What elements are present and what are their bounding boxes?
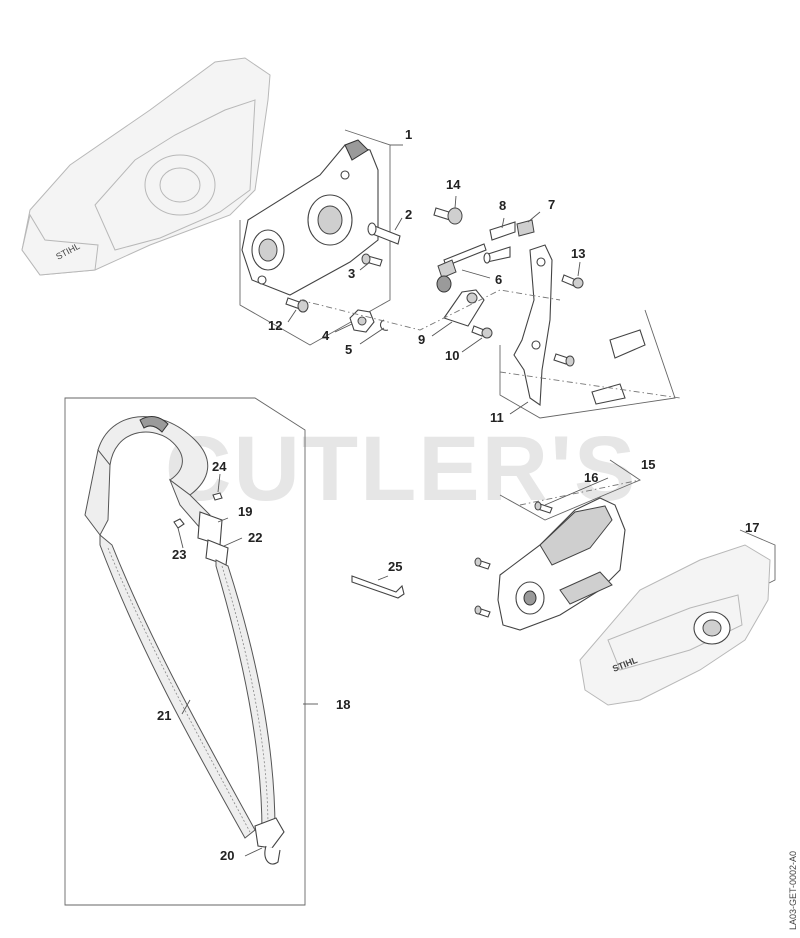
callout-17: 17 [745,520,759,535]
callout-8: 8 [499,198,506,213]
callout-10: 10 [445,348,459,363]
watermark-text: CUTLER'S [165,418,637,520]
part-7-slide [516,219,535,237]
callout-16: 16 [584,470,598,485]
part-11-screw [553,353,575,367]
assembly-line-lower [499,371,681,399]
callout-18: 18 [336,697,350,712]
part-16-screw-b [474,557,491,570]
callout-2: 2 [405,207,412,222]
callout-3: 3 [348,266,355,281]
callout-labels: 1 2 3 4 5 6 7 8 9 10 11 12 13 14 15 16 1… [157,127,759,863]
callout-21: 21 [157,708,171,723]
part-13-screw [561,274,584,289]
leader-lines [177,144,609,857]
callout-23: 23 [172,547,186,562]
callout-4: 4 [322,328,330,343]
part-11-pad-lower [591,383,626,405]
part-12-screw [285,297,309,313]
part-18-group-frame [64,397,306,906]
callout-11: 11 [490,410,504,425]
callout-14: 14 [446,177,461,192]
part-24-clip [212,492,223,501]
part-2-stud [367,222,401,245]
callout-22: 22 [248,530,262,545]
callout-9: 9 [418,332,425,347]
part-4-nut [349,309,375,333]
drawing-code: LA03-GET-0002-A0 [788,851,798,930]
part-6-adjuster-screw [436,243,487,293]
part-15-group-frame [499,459,641,521]
part-18-harness [84,416,285,865]
part-23-nut [173,518,185,529]
part-1-group-frame [239,129,391,346]
part-11-group-frame [499,309,676,419]
callout-12: 12 [268,318,282,333]
part-5-e-clip [379,319,389,331]
part-8-pin [483,221,516,264]
callout-25: 25 [388,559,402,574]
assembly-line-upper [299,289,561,331]
callout-5: 5 [345,342,352,357]
part-1-cover-plate [241,139,379,296]
part-17-chain-cover: STIHL [579,544,771,706]
part-3-screw [361,253,383,267]
callout-6: 6 [495,272,502,287]
callout-15: 15 [641,457,655,472]
callout-1: 1 [405,127,412,142]
part-11-guide-plate [513,244,553,407]
part-25-hex-key [351,575,405,599]
part-16-screw-a [534,501,553,514]
engine-housing-outline: STIHL [21,57,271,276]
part-16-sprocket-cover [497,497,626,631]
callout-13: 13 [571,246,585,261]
part-9-tensioner [443,289,485,327]
callout-19: 19 [238,504,252,519]
part-11-pad-upper [609,329,646,359]
callout-7: 7 [548,197,555,212]
callout-20: 20 [220,848,234,863]
part-16-screw-c [474,605,491,618]
part-10-screw [471,325,493,339]
callout-24: 24 [212,459,227,474]
part-14-screw [433,207,463,225]
